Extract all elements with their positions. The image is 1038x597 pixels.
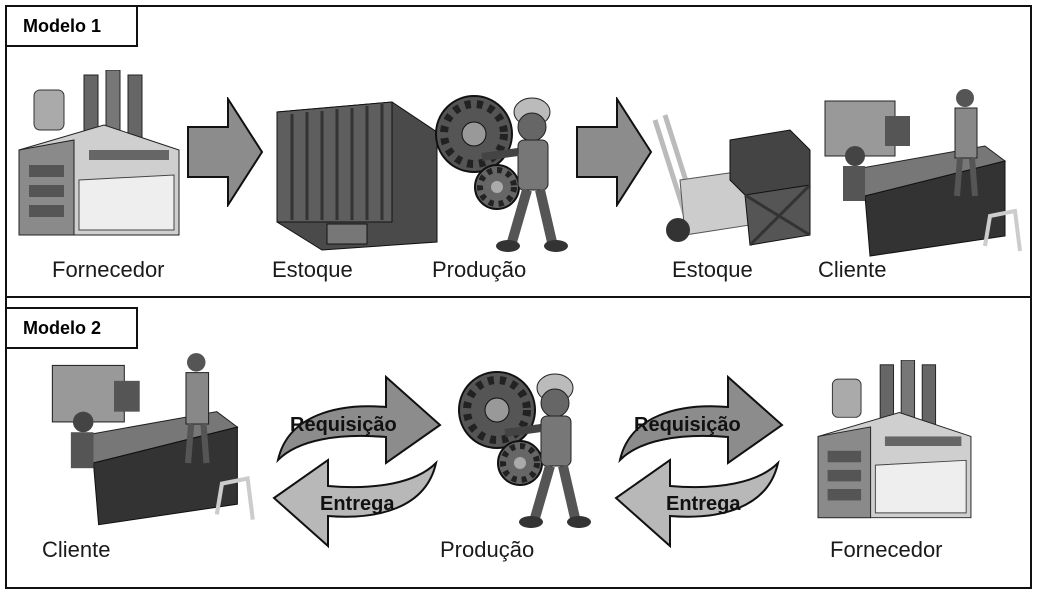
entrega-arrow-icon: Entrega <box>614 458 780 549</box>
container-icon <box>276 101 438 251</box>
label-fornecedor: Fornecedor <box>830 537 943 562</box>
requisicao-arrow-icon: Requisição <box>276 374 442 465</box>
entrega-arrow-icon: Entrega <box>272 458 438 549</box>
entrega-arrow-label: Entrega <box>320 493 395 515</box>
label-cliente: Cliente <box>42 537 111 562</box>
label-cliente: Cliente <box>818 257 887 282</box>
hand-truck-boxes-icon <box>652 114 812 247</box>
arrow-right-icon <box>576 97 653 207</box>
section-divider <box>5 296 1032 298</box>
modelo-2-tag: Modelo 2 <box>5 307 138 349</box>
entrega-arrow-label: Entrega <box>666 493 741 515</box>
worker-gears-icon <box>435 95 568 252</box>
worker-gears-icon <box>458 371 591 528</box>
requisicao-arrow-label: Requisição <box>634 414 741 436</box>
label-producao: Produção <box>432 257 527 282</box>
requisicao-arrow-icon: Requisição <box>618 374 784 465</box>
label-producao: Produção <box>440 537 535 562</box>
modelo-1-tag: Modelo 1 <box>5 5 138 47</box>
arrow-right-icon <box>187 97 264 207</box>
office-client-icon <box>51 353 255 526</box>
requisicao-arrow-label: Requisição <box>290 414 397 436</box>
office-client-icon <box>824 89 1022 257</box>
label-estoque: Estoque <box>672 257 753 282</box>
label-fornecedor: Fornecedor <box>52 257 165 282</box>
factory-icon <box>18 70 180 236</box>
factory-icon <box>817 360 972 519</box>
label-estoque: Estoque <box>272 257 353 282</box>
